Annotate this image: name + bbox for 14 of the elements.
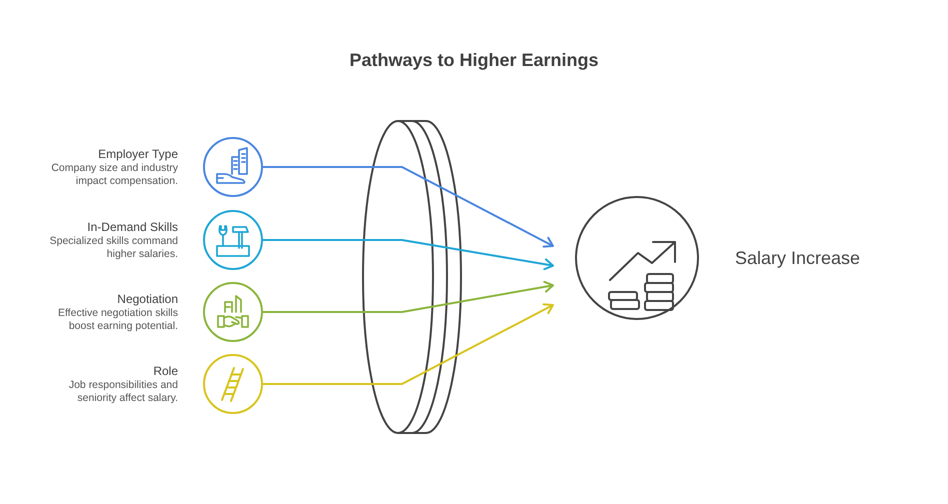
arrow (263, 239, 554, 270)
factor-description: Job responsibilities and seniority affect salary. (68, 379, 178, 405)
factor-description: Company size and industry impact compensation. (50, 162, 178, 188)
arrow (263, 166, 554, 248)
factor-heading: In-Demand Skills (87, 219, 178, 235)
outcome-label: Salary Increase (735, 246, 860, 270)
factor-heading: Negotiation (117, 291, 178, 307)
factor-heading: Role (153, 363, 178, 379)
arrow (263, 303, 554, 385)
arrow (263, 280, 554, 313)
factor-description: Specialized skills command higher salaries. (48, 235, 178, 261)
factor-heading: Employer Type (98, 146, 178, 162)
factor-description: Effective negotiation skills boost earning potential. (56, 307, 178, 333)
diagram-title: Pathways to Higher Earnings (349, 49, 599, 71)
